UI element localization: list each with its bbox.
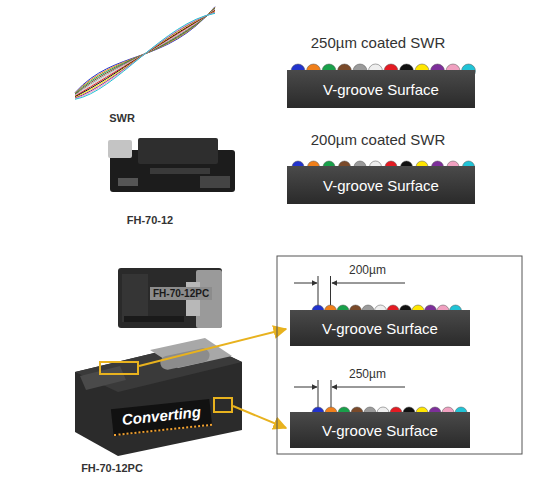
caption-text: 200µm coated SWR	[311, 131, 446, 148]
part-name: SWR	[109, 112, 135, 124]
node-text: V-groove Surface	[322, 320, 438, 337]
fiber-holder	[118, 268, 222, 328]
v-groove-band: V-groove Surface	[287, 166, 475, 204]
converting-badge: Converting	[111, 399, 212, 436]
fiber-holder	[108, 138, 235, 192]
part-name: FH-70-12	[127, 214, 173, 226]
fiber-holder	[75, 329, 286, 456]
node-text: Converting	[121, 403, 202, 428]
node-text: V-groove Surface	[323, 177, 439, 194]
detail-frame	[277, 256, 522, 454]
part-name: FH-70-12PC	[81, 462, 143, 474]
dimension-label: 250µm	[346, 366, 389, 382]
v-groove-band: V-groove Surface	[287, 70, 475, 108]
name-plate: FH-70-12PC	[150, 287, 212, 300]
fiber-dots	[291, 64, 476, 419]
v-groove-band: V-groove Surface	[290, 412, 470, 448]
fiber-ribbon	[75, 7, 215, 100]
node-text: V-groove Surface	[323, 81, 439, 98]
node-text: V-groove Surface	[322, 422, 438, 439]
v-groove-band: V-groove Surface	[290, 310, 470, 346]
dimension-label: 200µm	[346, 262, 389, 278]
caption-text: 250µm coated SWR	[311, 34, 446, 51]
